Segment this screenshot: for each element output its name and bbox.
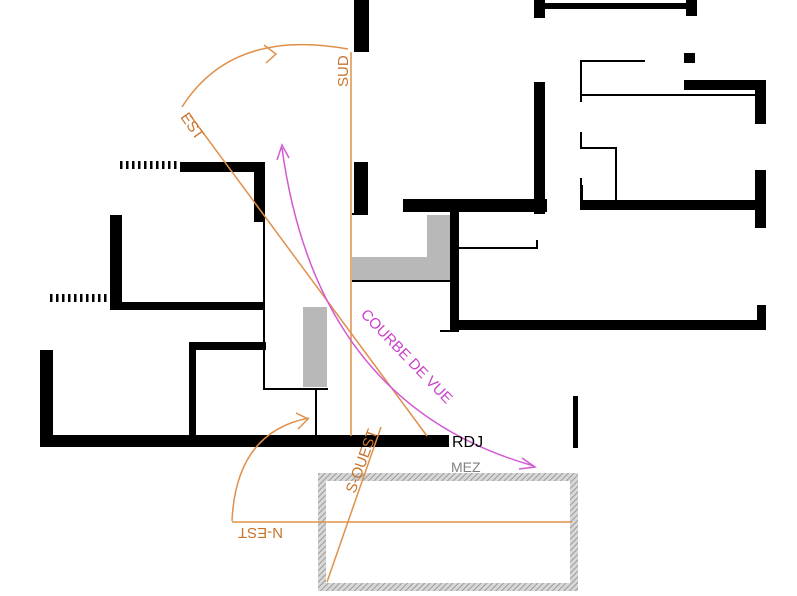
grey-zone-stair [303,307,327,387]
wall [180,162,264,172]
wall [450,320,766,330]
view-curve-arrowhead-end [518,457,538,470]
s-ouest-arc [231,417,310,522]
view-curve-arrowhead-start [276,143,290,161]
mez-label: MEZ [451,459,481,475]
wall-thin [580,132,617,200]
wall-stub [580,185,583,200]
grey-zone-landing [352,257,450,281]
wall [580,200,764,210]
sud-label: SUD [335,55,352,87]
grey-zone-column [427,215,450,257]
wall [354,0,369,52]
wall [755,170,766,228]
view-curve-label: COURBE DE VUE [357,306,456,407]
grey-zones [303,215,450,387]
wall [534,82,545,214]
rdj-label: RDJ [452,434,483,451]
orientation-lines [181,43,572,583]
wall [450,207,459,332]
wall [755,80,766,124]
walls-thin [263,60,755,438]
s-ouest-axis [326,426,382,583]
sud-est-arc [181,43,349,108]
est-label: EST [177,110,208,144]
wall [354,162,368,214]
wall [573,396,578,448]
wall-thin [580,60,645,102]
mezzanine-box [318,473,578,591]
view-curve [276,143,538,470]
wall [189,342,266,350]
wall [40,435,449,447]
arc-arrowhead [263,44,278,64]
arc-arrowhead [295,412,310,430]
wall [110,302,264,310]
wall [757,305,766,330]
view-curve-path [281,147,535,467]
walls-thick [40,0,766,448]
wall [686,0,697,16]
wall-thin [263,222,328,390]
wall [534,3,697,9]
wall [684,53,695,63]
est-axis [189,114,428,437]
wall [40,350,53,446]
dashed-walls [50,161,178,302]
wall [403,199,547,212]
n-est-label: N-EST [238,524,283,541]
wall [189,342,196,442]
wall [110,215,122,309]
wall [254,162,265,222]
wall [684,80,766,90]
